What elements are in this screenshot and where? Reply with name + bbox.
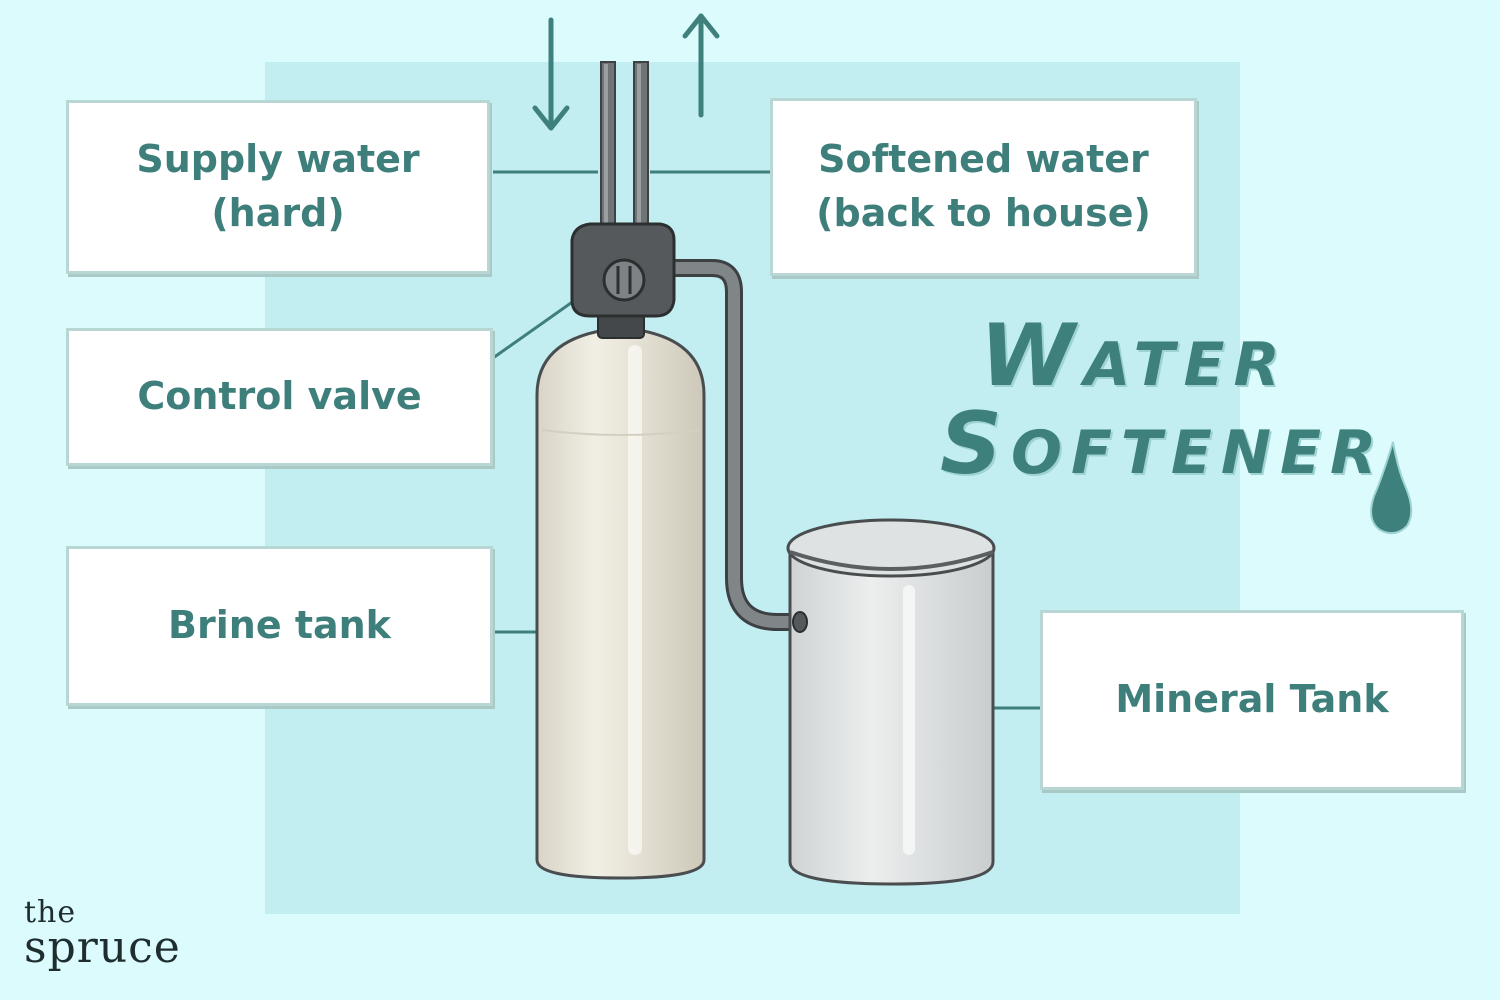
logo-the: the <box>24 895 77 930</box>
brine-tank-label-text: Brine tank <box>168 603 391 648</box>
softened-water-label: Softened water (back to house) <box>770 98 1197 276</box>
water-drop-icon <box>1370 441 1413 535</box>
mineral-tank-label: Mineral Tank <box>1040 610 1464 790</box>
softened-water-label-line1: Softened water <box>818 137 1149 182</box>
diagram-title: Water Softener <box>930 312 1450 488</box>
leader-lines <box>492 170 1040 710</box>
arrow-up-icon <box>682 13 720 118</box>
leader-line-control-valve <box>492 296 579 360</box>
title-line-2: Softener <box>940 394 1386 494</box>
softened-water-label-line2: (back to house) <box>816 191 1151 235</box>
supply-pipes <box>600 61 649 239</box>
title-line-1: Water <box>980 306 1289 406</box>
control-valve-illustration <box>570 222 676 339</box>
supply-water-label-line2: (hard) <box>211 191 345 235</box>
control-valve-label-text: Control valve <box>137 374 422 419</box>
brine-tank-label: Brine tank <box>66 546 493 706</box>
brand-logo: the spruce <box>24 898 181 970</box>
logo-spruce: spruce <box>24 922 181 973</box>
supply-water-label-line1: Supply water <box>136 137 420 182</box>
mineral-tank-label-text: Mineral Tank <box>1115 677 1389 722</box>
arrow-down-icon <box>532 17 570 131</box>
control-valve-label: Control valve <box>66 328 493 466</box>
supply-water-label: Supply water (hard) <box>66 100 490 274</box>
mineral-tank-illustration <box>786 518 996 886</box>
brine-tank-illustration <box>535 326 706 880</box>
